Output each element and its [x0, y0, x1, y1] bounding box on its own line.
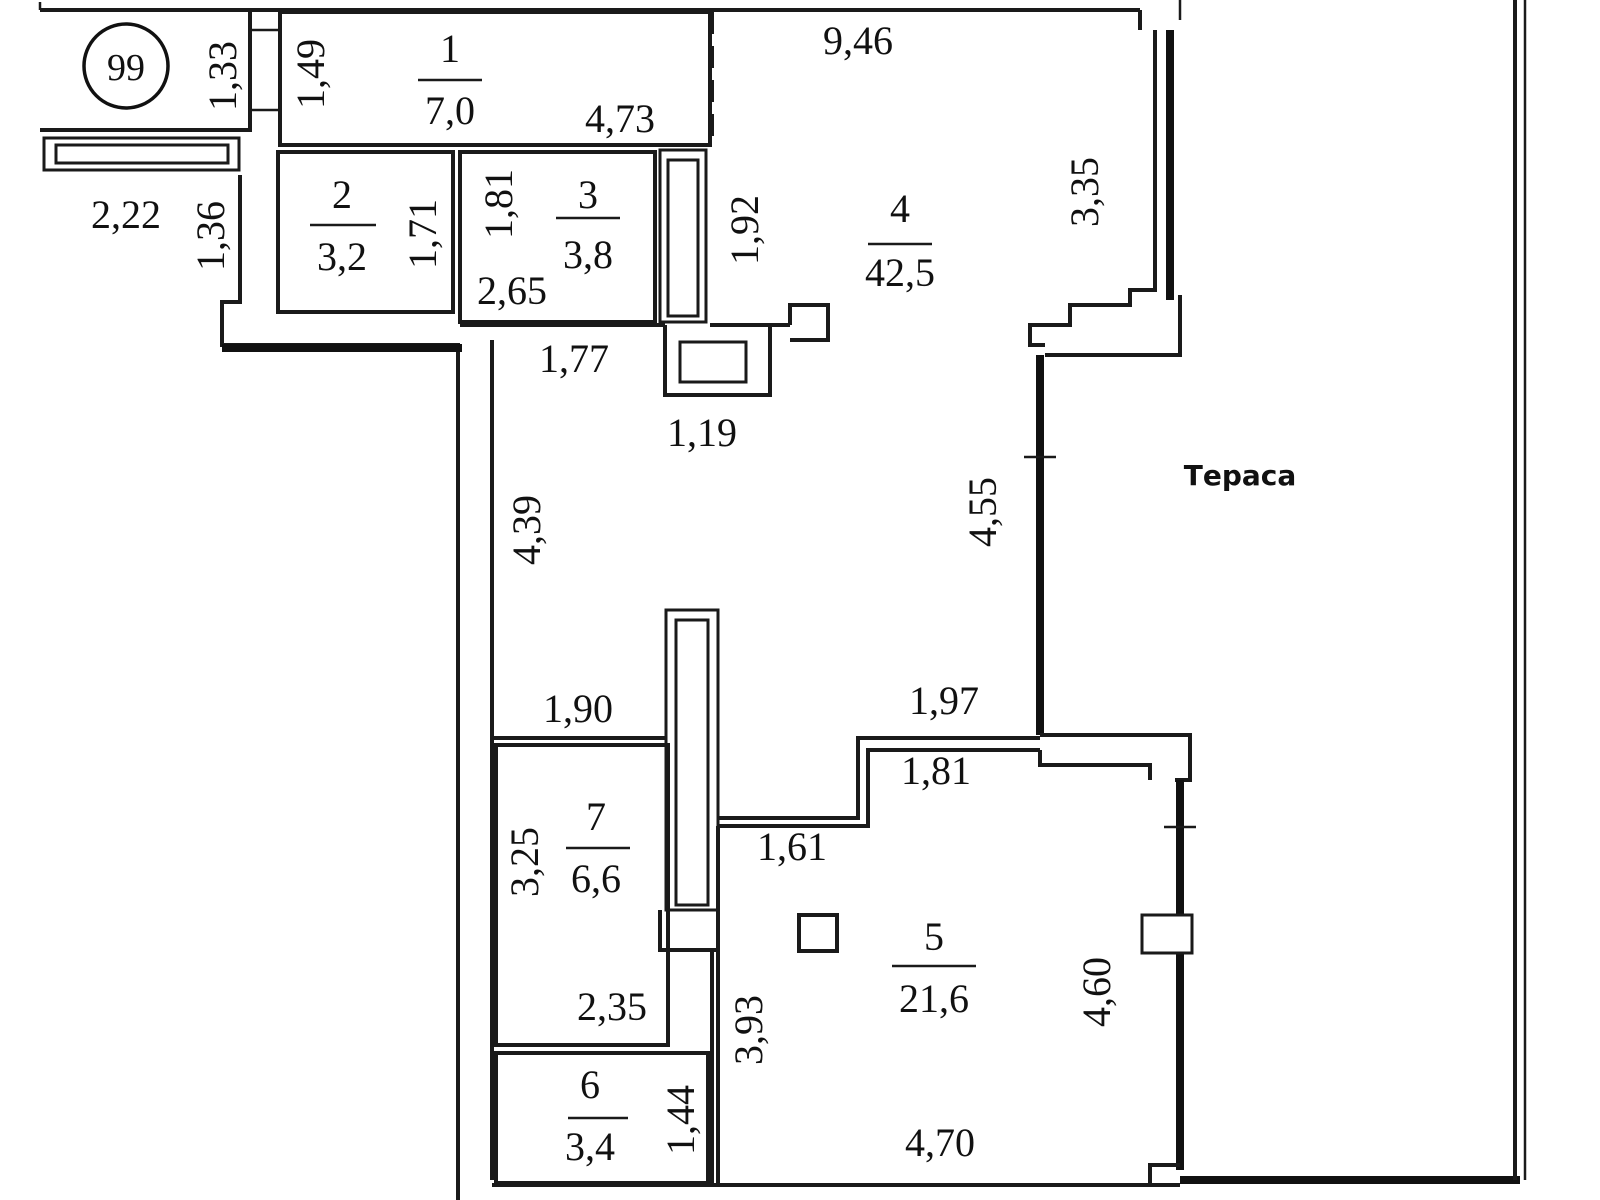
room-1-number: 1 — [440, 26, 460, 71]
dim-1-44: 1,44 — [658, 1085, 703, 1155]
dim-2-22: 2,22 — [91, 192, 161, 237]
room-4-area: 42,5 — [865, 250, 935, 295]
room-2-number: 2 — [332, 172, 352, 217]
dimensions-vertical: 1,33 1,49 1,36 1,71 1,81 1,92 3,35 4,39 … — [188, 39, 1119, 1155]
room-7-number: 7 — [586, 794, 606, 839]
dim-3-93: 3,93 — [726, 995, 771, 1065]
room-labels: 1 7,0 2 3,2 3 3,8 4 42,5 5 21,6 6 3,4 7 … — [317, 26, 969, 1169]
room-3-area: 3,8 — [563, 232, 613, 277]
dim-1-77: 1,77 — [539, 336, 609, 381]
dim-4-73: 4,73 — [585, 96, 655, 141]
dim-1-71: 1,71 — [400, 199, 445, 269]
dim-2-65: 2,65 — [477, 268, 547, 313]
dim-3-35: 3,35 — [1062, 157, 1107, 227]
room-7-area: 6,6 — [571, 856, 621, 901]
terrace-label: Тераса — [1184, 459, 1297, 492]
dim-1-49: 1,49 — [288, 39, 333, 109]
room-5-area: 21,6 — [899, 976, 969, 1021]
dim-1-19: 1,19 — [667, 410, 737, 455]
room-5-number: 5 — [924, 914, 944, 959]
dim-4-70: 4,70 — [905, 1120, 975, 1165]
dim-1-33: 1,33 — [200, 41, 245, 111]
room-3-number: 3 — [578, 172, 598, 217]
dim-9-46: 9,46 — [823, 18, 893, 63]
walls — [38, 0, 1527, 1200]
dim-1-92: 1,92 — [722, 195, 767, 265]
room-6-number: 6 — [580, 1062, 600, 1107]
dim-1-36: 1,36 — [188, 201, 233, 271]
dim-4-39: 4,39 — [504, 495, 549, 565]
apartment-number: 99 — [107, 47, 145, 89]
dim-1-81-top: 1,81 — [476, 169, 521, 239]
dim-1-81-bottom: 1,81 — [901, 748, 971, 793]
room-2-area: 3,2 — [317, 234, 367, 279]
dim-4-55: 4,55 — [960, 477, 1005, 547]
dimensions-horizontal: 9,46 4,73 2,22 2,65 1,77 1,19 1,90 1,97 … — [91, 18, 979, 1165]
dim-1-90: 1,90 — [543, 686, 613, 731]
room-6-area: 3,4 — [565, 1124, 615, 1169]
dim-1-97: 1,97 — [909, 678, 979, 723]
dim-3-25: 3,25 — [502, 827, 547, 897]
dim-2-35: 2,35 — [577, 984, 647, 1029]
room-1-area: 7,0 — [425, 88, 475, 133]
fraction-bars — [310, 78, 976, 1120]
room-4-number: 4 — [890, 186, 910, 231]
dim-4-60: 4,60 — [1074, 957, 1119, 1027]
dim-1-61: 1,61 — [757, 824, 827, 869]
apartment-badge: 99 — [82, 22, 170, 110]
